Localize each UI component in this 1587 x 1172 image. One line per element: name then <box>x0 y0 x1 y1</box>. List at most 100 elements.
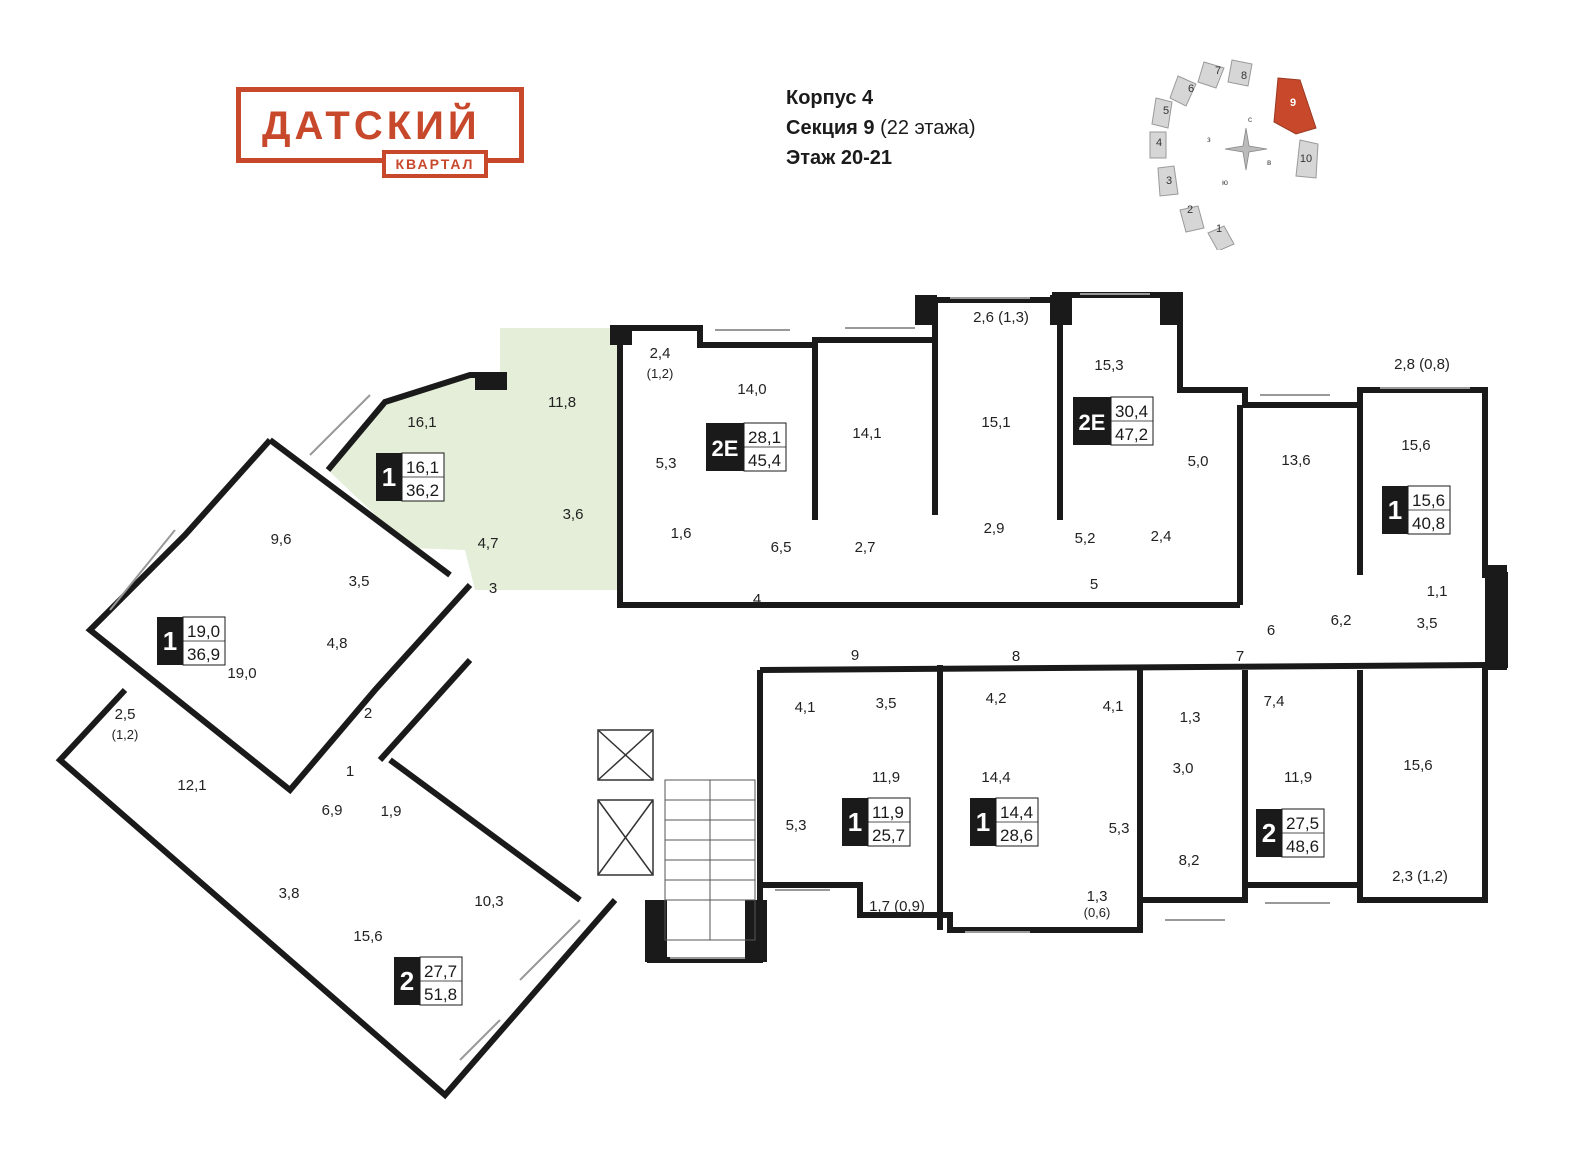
minimap-section-label: 9 <box>1290 97 1296 109</box>
room-area-label: 12,1 <box>177 777 206 794</box>
room-area-label: (1,2) <box>112 727 139 742</box>
room-area-label: 1,6 <box>671 525 692 542</box>
room-area-label: 3,5 <box>876 695 897 712</box>
apartment-badge[interactable]: 1 15,6 40,8 <box>1382 485 1451 535</box>
minimap-section-label: 5 <box>1163 105 1169 117</box>
section-line: Секция 9 (22 этажа) <box>786 116 976 140</box>
room-area-label: 4,1 <box>795 699 816 716</box>
minimap-section-label: 7 <box>1215 65 1221 77</box>
room-area-label: 14,0 <box>737 381 766 398</box>
apartment-rooms-count: 1 <box>1388 495 1402 525</box>
room-area-label: 14,1 <box>852 425 881 442</box>
room-area-label: 15,6 <box>353 928 382 945</box>
room-area-label: (1,2) <box>647 366 674 381</box>
apartment-rooms-count: 2 <box>1262 818 1276 848</box>
room-area-label: 13,6 <box>1281 452 1310 469</box>
compass-east: в <box>1267 158 1271 167</box>
room-area-label: 11,9 <box>872 769 900 786</box>
room-area-label: 1,7 (0,9) <box>869 898 925 915</box>
minimap-section-shape <box>1179 205 1205 233</box>
room-area-label: 3 <box>489 580 497 597</box>
room-area-label: (0,6) <box>1084 905 1111 920</box>
apartment-total-area: 48,6 <box>1286 837 1319 856</box>
room-area-label: 4,1 <box>1103 698 1124 715</box>
section-label: Секция 9 <box>786 117 875 139</box>
logo-title: ДАТСКИЙ <box>262 104 481 148</box>
apartment-total-area: 25,7 <box>872 826 905 845</box>
room-area-label: 9,6 <box>271 531 292 548</box>
apartment-rooms-box <box>1073 397 1111 445</box>
apartment-total-area: 28,6 <box>1000 826 1033 845</box>
apartment-total-area: 36,9 <box>187 645 220 664</box>
room-area-label: 2,5 <box>115 706 136 723</box>
apartment-rooms-box <box>376 453 402 501</box>
room-area-label: 6,9 <box>322 802 343 819</box>
apartment-badge[interactable]: 2Е 30,4 47,2 <box>1073 396 1154 446</box>
minimap-section-label: 2 <box>1187 204 1193 216</box>
room-area-label: 5 <box>1090 576 1098 593</box>
floors-count-note: (22 этажа) <box>880 117 976 139</box>
minimap-section-shape <box>1295 139 1319 179</box>
apartment-total-area: 36,2 <box>406 481 439 500</box>
minimap-section-shape <box>1149 131 1167 159</box>
apartment-rooms-count: 1 <box>976 807 990 837</box>
apartment-living-area: 15,6 <box>1412 491 1445 510</box>
apartment-living-area: 28,1 <box>748 428 781 447</box>
walls <box>55 292 1508 1100</box>
apartment-living-area: 27,7 <box>424 962 457 981</box>
room-area-label: 5,3 <box>786 817 807 834</box>
room-area-label: 15,3 <box>1094 357 1123 374</box>
room-area-label: 2,4 <box>1151 528 1172 545</box>
room-area-label: 5,2 <box>1075 530 1096 547</box>
wall-pillars <box>475 295 1507 962</box>
room-area-label: 4 <box>753 591 761 608</box>
windows <box>109 293 1470 1061</box>
compass-south: ю <box>1222 178 1228 187</box>
apartment-living-area: 27,5 <box>1286 814 1319 833</box>
room-area-label: 4,8 <box>327 635 348 652</box>
apartment-rooms-count: 2Е <box>1079 410 1106 435</box>
apartment-total-area: 40,8 <box>1412 514 1445 533</box>
apartment-rooms-count: 2 <box>400 966 414 996</box>
room-area-label: 5,3 <box>1109 820 1130 837</box>
room-area-label: 5,0 <box>1188 453 1209 470</box>
room-area-label: 3,5 <box>1417 615 1438 632</box>
apartment-rooms-box <box>394 957 420 1005</box>
minimap-section-shape <box>1207 225 1235 250</box>
room-area-label: 2 <box>364 705 372 722</box>
room-area-label: 3,8 <box>279 885 300 902</box>
minimap-section-shape <box>1227 59 1253 87</box>
selected-apartment-area[interactable] <box>328 328 620 590</box>
room-area-label: 2,9 <box>984 520 1005 537</box>
room-area-label: 1,9 <box>381 803 402 820</box>
room-area-label: 14,4 <box>981 769 1010 786</box>
apartment-badge[interactable]: 2 27,5 48,6 <box>1256 808 1325 858</box>
room-area-label: 2,8 (0,8) <box>1394 356 1450 373</box>
apartment-living-area: 30,4 <box>1115 402 1148 421</box>
room-area-label: 10,3 <box>474 893 503 910</box>
apartment-total-area: 47,2 <box>1115 425 1148 444</box>
room-area-label: 11,8 <box>548 394 576 411</box>
room-area-label: 15,6 <box>1401 437 1430 454</box>
floor-label: Этаж 20-21 <box>786 147 893 169</box>
minimap-section-label: 6 <box>1188 83 1194 95</box>
apartment-rooms-box <box>1382 486 1408 534</box>
minimap-section-shape <box>1169 75 1197 107</box>
room-area-label: 8 <box>1012 648 1020 665</box>
room-area-label: 3,6 <box>563 506 584 523</box>
room-area-label: 8,2 <box>1179 852 1200 869</box>
minimap-current-section <box>1273 77 1317 135</box>
room-area-label: 7,4 <box>1264 693 1285 710</box>
room-area-label: 6,2 <box>1331 612 1352 629</box>
room-area-label: 2,4 <box>650 345 671 362</box>
room-area-label: 6,5 <box>771 539 792 556</box>
